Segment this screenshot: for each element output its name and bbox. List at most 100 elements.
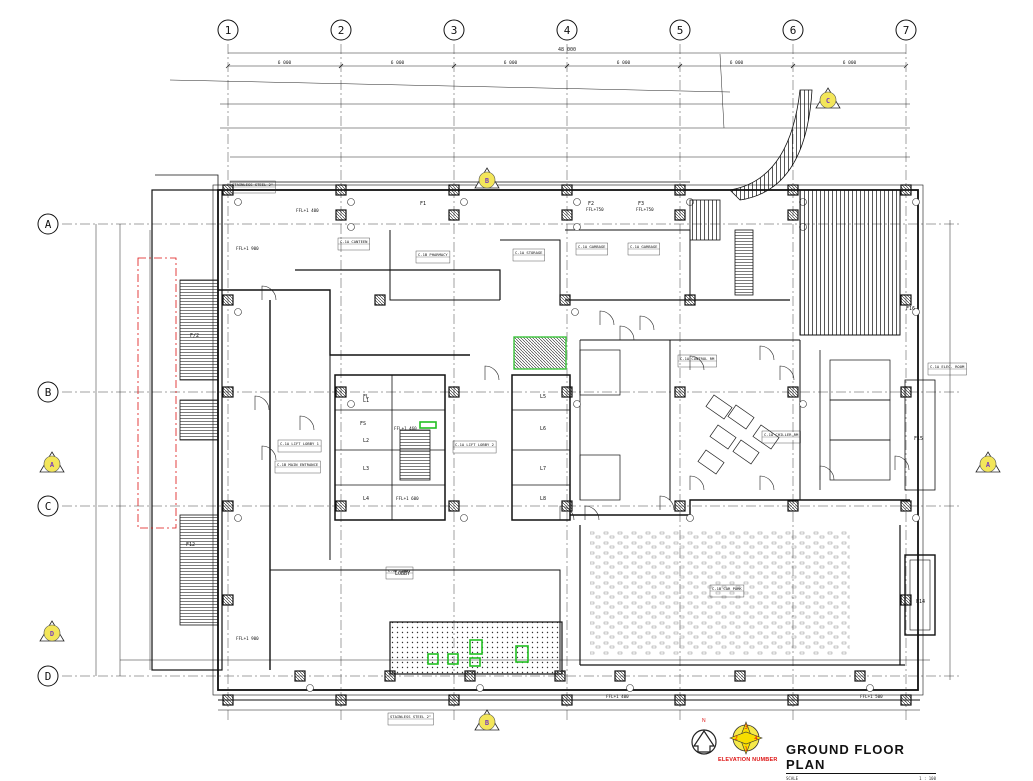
grid-bubble-row-A: A xyxy=(37,213,59,235)
grid-row-label: A xyxy=(45,218,52,231)
grid-bubble-col-7: 7 xyxy=(895,19,917,41)
note-n-control: C-1A CONTROL RM xyxy=(677,354,717,368)
column xyxy=(448,386,460,398)
room-label-l5: L5 xyxy=(540,394,546,400)
door-swing xyxy=(689,355,705,371)
column xyxy=(561,694,573,706)
column xyxy=(222,594,234,606)
column xyxy=(787,386,799,398)
svg-text:C-1B PHARMACY: C-1B PHARMACY xyxy=(418,252,448,257)
door-swing xyxy=(639,315,655,331)
door-swing xyxy=(619,325,635,341)
column xyxy=(787,694,799,706)
parking-area xyxy=(590,530,850,655)
note-n-lobby: C-G8 LOBBY xyxy=(385,566,414,580)
column xyxy=(900,500,912,512)
column xyxy=(335,500,347,512)
bay-dimension: 6 000 xyxy=(843,60,857,66)
column-tag-icon xyxy=(912,198,920,206)
column xyxy=(900,184,912,196)
svg-text:A: A xyxy=(50,461,55,469)
grid-col-label: 1 xyxy=(225,24,232,37)
column xyxy=(614,670,626,682)
column xyxy=(448,184,460,196)
svg-text:B: B xyxy=(485,719,489,727)
north-label: N xyxy=(702,718,706,724)
column xyxy=(734,670,746,682)
svg-text:C-1B CAR PARK: C-1B CAR PARK xyxy=(712,586,742,591)
svg-text:B: B xyxy=(485,177,489,185)
structural-columns xyxy=(222,184,920,706)
column xyxy=(900,294,912,306)
column-tag-icon xyxy=(686,514,694,522)
grid-bubble-col-4: 4 xyxy=(556,19,578,41)
control-room-desks xyxy=(697,394,780,475)
grid-bubble-col-1: 1 xyxy=(217,19,239,41)
note-n-car-park: C-1B CAR PARK xyxy=(709,584,745,598)
column-tag-icon xyxy=(573,223,581,231)
column-tag-icon xyxy=(912,308,920,316)
title-sub: SCALE 1 : 100 xyxy=(786,776,936,781)
door-swing xyxy=(584,505,600,521)
svg-text:1: 1 xyxy=(744,746,748,753)
svg-text:C-G8 LOBBY: C-G8 LOBBY xyxy=(388,568,412,573)
svg-text:4: 4 xyxy=(754,735,758,742)
column xyxy=(335,184,347,196)
door-swing xyxy=(689,475,705,491)
svg-text:C-1B MAIN ENTRANCE: C-1B MAIN ENTRANCE xyxy=(277,462,319,467)
elevation-number-label: ELEVATION NUMBER xyxy=(718,757,778,763)
column-tag-icon xyxy=(866,684,874,692)
column-tag-icon xyxy=(626,684,634,692)
grid-row-label: B xyxy=(45,386,52,399)
column xyxy=(559,294,571,306)
column xyxy=(787,209,799,221)
door-swing xyxy=(659,495,675,511)
bay-dimension: 6 000 xyxy=(617,60,631,66)
column xyxy=(294,670,306,682)
stair-left-flight-1 xyxy=(179,279,219,381)
level-ffl-600: FFL+1 600 xyxy=(396,496,419,501)
room-label-l3: L3 xyxy=(363,466,369,472)
door-swing xyxy=(254,395,270,411)
column xyxy=(684,294,696,306)
column-tag-icon xyxy=(573,400,581,408)
room-label-lobby: LOBBY xyxy=(395,571,410,577)
car-park-ramp-hatch xyxy=(799,189,901,336)
column-tag-icon xyxy=(234,198,242,206)
column-tag-icon xyxy=(460,514,468,522)
column xyxy=(335,386,347,398)
grid-col-label: 4 xyxy=(564,24,571,37)
room-label-l8: L8 xyxy=(540,496,546,502)
svg-text:C-1A CANTEEN: C-1A CANTEEN xyxy=(340,239,368,244)
room-label-l1: L1 xyxy=(363,398,369,404)
door-swing xyxy=(484,365,500,381)
svg-text:C-1A CHILLER RM: C-1A CHILLER RM xyxy=(764,432,799,437)
grid-bubble-row-D: D xyxy=(37,665,59,687)
bay-dimension: 6 000 xyxy=(504,60,518,66)
column xyxy=(222,294,234,306)
door-swing xyxy=(819,465,835,481)
stair-right-flight xyxy=(734,229,754,296)
note-n-elec: C-1A ELEC. ROOM xyxy=(927,362,967,376)
section-marker-left-d: D xyxy=(39,620,65,642)
column xyxy=(335,694,347,706)
column-tag-icon xyxy=(912,514,920,522)
drawing-title: GROUND FLOOR PLAN xyxy=(786,742,936,774)
note-n-lift-lobby-1: C-1A LIFT LOBBY 1 xyxy=(277,439,322,453)
column xyxy=(674,184,686,196)
note-n-storage: C-1A STORAGE xyxy=(512,248,545,262)
door-swing xyxy=(759,345,775,361)
scale-label: SCALE xyxy=(786,776,799,781)
level-ffl-460: FFL+1 460 xyxy=(394,426,417,431)
svg-text:C-1A LIFT LOBBY 2: C-1A LIFT LOBBY 2 xyxy=(455,442,494,447)
svg-text:C-1A CONTROL RM: C-1A CONTROL RM xyxy=(680,356,715,361)
svg-text:3: 3 xyxy=(744,724,748,731)
lift-shaft-green xyxy=(513,336,567,370)
room-label-l2: L2 xyxy=(363,438,369,444)
section-marker-top-c: C xyxy=(815,87,841,109)
green-planters xyxy=(419,421,529,667)
column xyxy=(222,184,234,196)
grid-col-label: 6 xyxy=(790,24,797,37)
